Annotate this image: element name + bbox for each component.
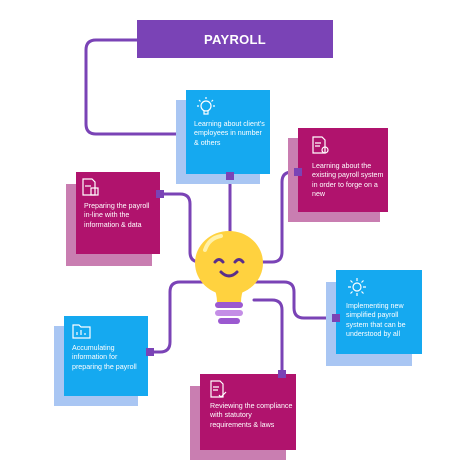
connector-node xyxy=(156,190,164,198)
card-employees-text: Learning about client's employees in num… xyxy=(194,120,265,147)
card-existing-system: Learning about the existing payroll syst… xyxy=(298,128,388,212)
card-employees: Learning about client's employees in num… xyxy=(186,90,270,174)
smiling-lightbulb-icon xyxy=(195,231,263,324)
gear-network-icon xyxy=(348,278,366,296)
card-reviewing-text: Reviewing the compliance with statutory … xyxy=(210,402,293,429)
card-accumulating: Accumulating information for preparing t… xyxy=(64,316,148,396)
card-preparing: Preparing the payroll in-line with the i… xyxy=(76,172,160,254)
connector-node xyxy=(332,314,340,322)
card-accumulating-text: Accumulating information for preparing t… xyxy=(72,344,137,371)
card-reviewing: Reviewing the compliance with statutory … xyxy=(200,374,296,450)
card-implementing-text: Implementing new simplified payroll syst… xyxy=(346,302,406,339)
payroll-title: PAYROLL xyxy=(137,20,333,58)
document-chart-icon xyxy=(82,178,99,196)
document-gear-icon xyxy=(312,136,329,154)
connector-node xyxy=(146,348,154,356)
connector-node xyxy=(294,168,302,176)
folder-chart-icon xyxy=(72,324,91,339)
card-implementing: Implementing new simplified payroll syst… xyxy=(336,270,422,354)
connector-node xyxy=(278,370,286,378)
connector-node xyxy=(226,172,234,180)
card-preparing-text: Preparing the payroll in-line with the i… xyxy=(84,202,150,229)
document-check-icon xyxy=(210,380,227,398)
card-existing-system-text: Learning about the existing payroll syst… xyxy=(312,162,384,199)
lightbulb-icon xyxy=(197,97,215,115)
